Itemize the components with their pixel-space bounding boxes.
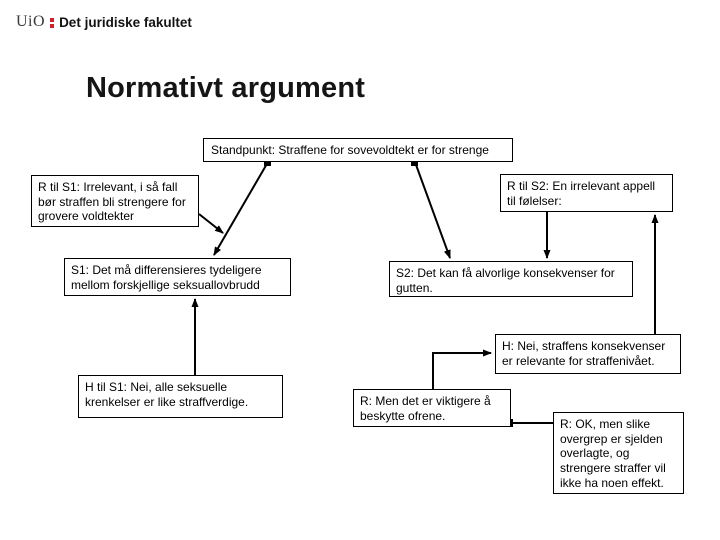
node-r-til-s1: R til S1: Irrelevant, i så fall bør stra…: [31, 175, 199, 227]
edge-standpunkt-s1: [213, 161, 269, 256]
node-h-til-s1: H til S1: Nei, alle seksuelle krenkelser…: [78, 375, 283, 418]
node-s1: S1: Det må differensieres tydeligere mel…: [64, 258, 291, 296]
node-r-men: R: Men det er viktigere å beskytte ofren…: [353, 389, 511, 427]
faculty-name: Det juridiske fakultet: [59, 14, 192, 30]
node-s2: S2: Det kan få alvorlige konsekvenser fo…: [389, 261, 633, 297]
uio-wordmark: UiO: [16, 13, 46, 30]
uio-colon-icon: [50, 17, 55, 28]
edge-standpunkt-s2-anchor-square: [411, 159, 418, 166]
node-standpunkt: Standpunkt: Straffene for sovevoldtekt e…: [203, 138, 513, 162]
edge-rtils1-junction: [198, 213, 224, 234]
page-title: Normativt argument: [86, 72, 366, 104]
uio-logo: UiO Det juridiske fakultet: [16, 13, 192, 31]
node-r-til-s2: R til S2: En irrelevant appell til følel…: [500, 174, 673, 212]
node-h: H: Nei, straffens konsekvenser er releva…: [495, 334, 681, 374]
edge-rmen-h: [432, 349, 492, 389]
node-r-ok: R: OK, men slike overgrep er sjelden ove…: [553, 412, 684, 494]
edge-standpunkt-s2: [414, 161, 451, 259]
edge-standpunkt-s1-anchor-square: [264, 159, 271, 166]
